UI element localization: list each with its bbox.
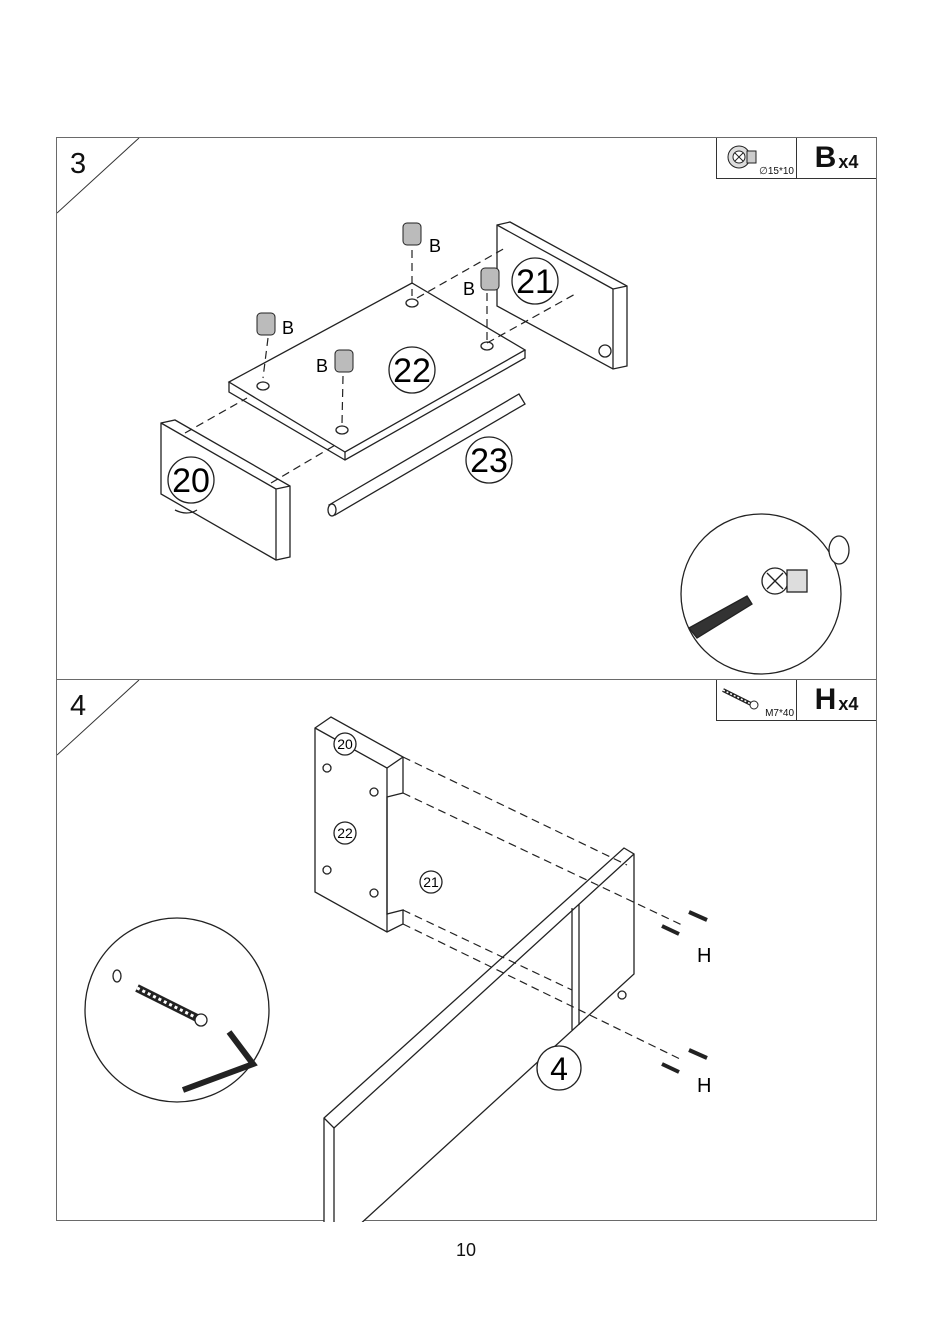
fastener-label: H (697, 945, 711, 967)
detail-allen-key (85, 918, 269, 1102)
part-label-20: 20 (172, 462, 210, 500)
step-3: 3 ∅15*10 B x4 (57, 138, 876, 680)
step-3-illustration: 21 22 20 23 B B B B (57, 138, 878, 680)
instruction-page: 3 ∅15*10 B x4 (56, 137, 877, 1221)
fastener-label: B (282, 318, 294, 338)
part-label-20: 20 (337, 736, 353, 752)
detail-screwdriver (681, 514, 849, 674)
part-label-21: 21 (516, 263, 554, 301)
part-label-21: 21 (423, 874, 439, 890)
page-number: 10 (0, 1240, 932, 1261)
shelf-panel-22 (229, 283, 525, 460)
fastener-label: B (316, 356, 328, 376)
screw-fasteners (662, 912, 707, 1072)
step-4-illustration: 20 22 21 4 (57, 680, 878, 1222)
part-label-4: 4 (550, 1051, 568, 1087)
part-label-22: 22 (393, 352, 431, 390)
fastener-label: B (429, 236, 441, 256)
part-label-23: 23 (470, 442, 508, 480)
fastener-label: B (463, 279, 475, 299)
fastener-label: H (697, 1075, 711, 1097)
step-4: 4 M7*40 H x4 (57, 680, 876, 1222)
part-label-22: 22 (337, 825, 353, 841)
assembled-unit (315, 717, 442, 932)
